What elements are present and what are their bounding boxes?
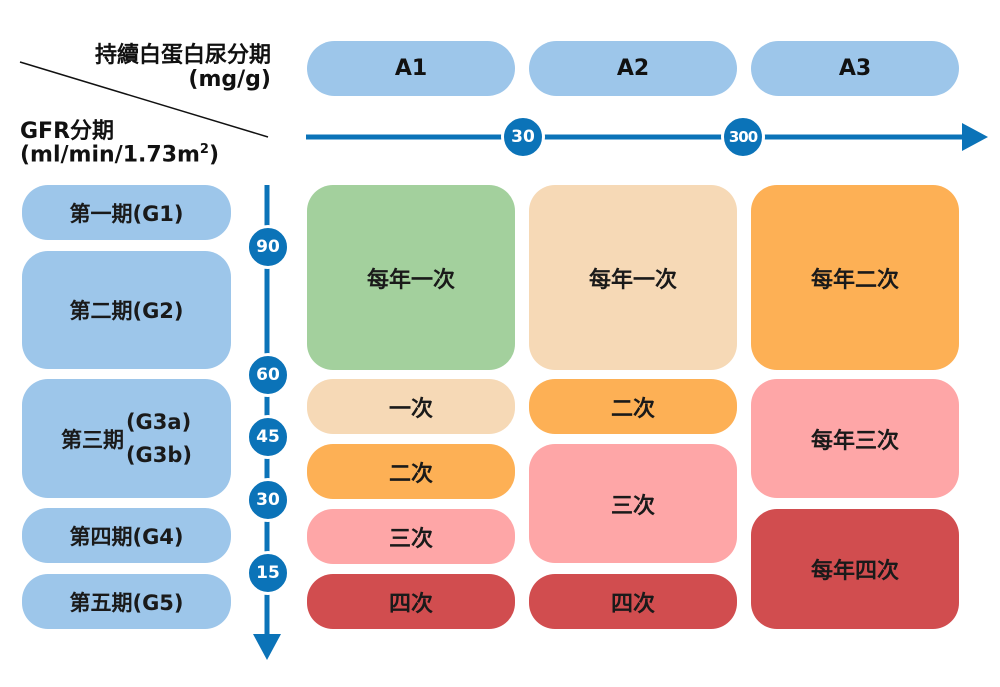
cell-a2-g1g2: 每年一次 [529, 185, 737, 370]
stage-g4: 第四期(G4) [22, 508, 231, 563]
stage-g3: 第三期 (G3a) (G3b) [22, 379, 231, 498]
albuminuria-header-a1: A1 [307, 41, 515, 96]
albuminuria-threshold-30: 30 [501, 115, 545, 159]
header-diagonal-line [19, 61, 269, 138]
cell-a3-g1g2: 每年二次 [751, 185, 959, 370]
gfr-threshold-60: 60 [246, 353, 290, 397]
cell-a3-g4g5: 每年四次 [751, 509, 959, 629]
stage-g5: 第五期(G5) [22, 574, 231, 629]
cell-a1-g5: 四次 [307, 574, 515, 629]
stage-g3b-label: (G3b) [125, 442, 193, 467]
gfr-unit-superscript: 2 [199, 142, 209, 157]
gfr-threshold-45: 45 [246, 415, 290, 459]
cell-a2-g5: 四次 [529, 574, 737, 629]
albuminuria-header-a2: A2 [529, 41, 737, 96]
gfr-unit-close: ) [208, 142, 220, 168]
cell-a1-g3b: 二次 [307, 444, 515, 499]
albuminuria-threshold-300: 300 [721, 115, 765, 159]
stage-g2: 第二期(G2) [22, 251, 231, 369]
cell-a3-g3: 每年三次 [751, 379, 959, 498]
stage-g3-prefix: 第三期 [60, 427, 124, 452]
cell-a2-g3a: 二次 [529, 379, 737, 434]
cell-a2-g3b-g4: 三次 [529, 444, 737, 563]
proteinuria-unit: (mg/g) [188, 67, 271, 92]
cell-a1-g1g2: 每年一次 [307, 185, 515, 370]
stage-g1: 第一期(G1) [22, 185, 231, 240]
stage-g3-substages: (G3a) (G3b) [126, 406, 192, 471]
albuminuria-axis-arrowhead [962, 123, 988, 151]
gfr-title: GFR分期 [20, 119, 115, 144]
gfr-unit: (ml/min/1.73m2) [20, 142, 219, 167]
cell-a1-g3a: 一次 [307, 379, 515, 434]
cell-a1-g4: 三次 [307, 509, 515, 564]
gfr-unit-main: (ml/min/1.73m [20, 142, 200, 168]
stage-g3a-label: (G3a) [125, 409, 192, 434]
proteinuria-title: 持續白蛋白尿分期 [94, 43, 271, 68]
gfr-threshold-15: 15 [246, 551, 290, 595]
gfr-axis-arrowhead [253, 634, 281, 660]
albuminuria-header-a3: A3 [751, 41, 959, 96]
gfr-threshold-90: 90 [246, 225, 290, 269]
gfr-threshold-30: 30 [246, 478, 290, 522]
